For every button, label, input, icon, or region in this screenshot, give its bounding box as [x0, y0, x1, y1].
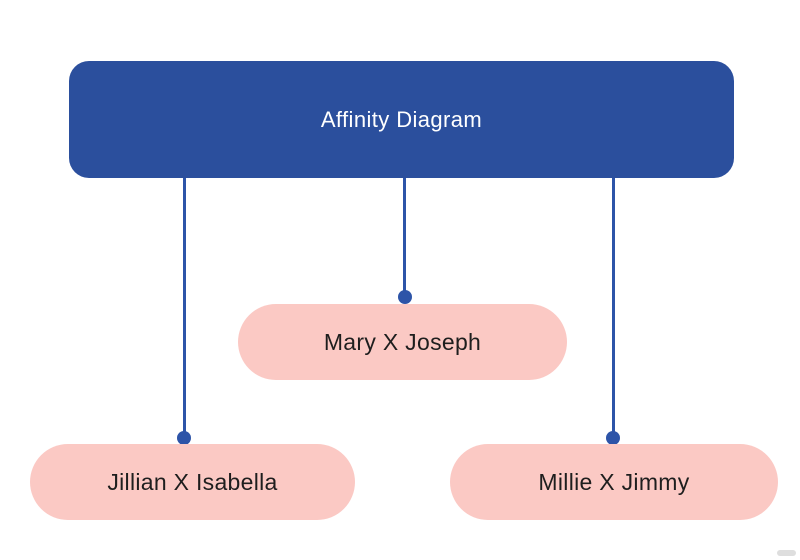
connector-line-right	[611, 178, 615, 438]
node-label: Millie X Jimmy	[538, 468, 690, 495]
node-mary-x-joseph: Mary X Joseph	[238, 304, 567, 380]
connector-dot-middle	[397, 290, 412, 304]
connector-dot-left	[177, 431, 191, 445]
watermark-badge	[777, 550, 796, 556]
node-label: Jillian X Isabella	[107, 468, 278, 495]
connector-dot-right	[606, 431, 620, 445]
root-node: Affinity Diagram	[69, 61, 734, 178]
connector-line-middle	[403, 178, 406, 297]
node-label: Mary X Joseph	[323, 328, 482, 355]
node-jillian-x-isabella: Jillian X Isabella	[30, 444, 355, 520]
connector-line-left	[182, 178, 186, 438]
root-node-label: Affinity Diagram	[320, 106, 483, 132]
node-millie-x-jimmy: Millie X Jimmy	[450, 444, 778, 520]
